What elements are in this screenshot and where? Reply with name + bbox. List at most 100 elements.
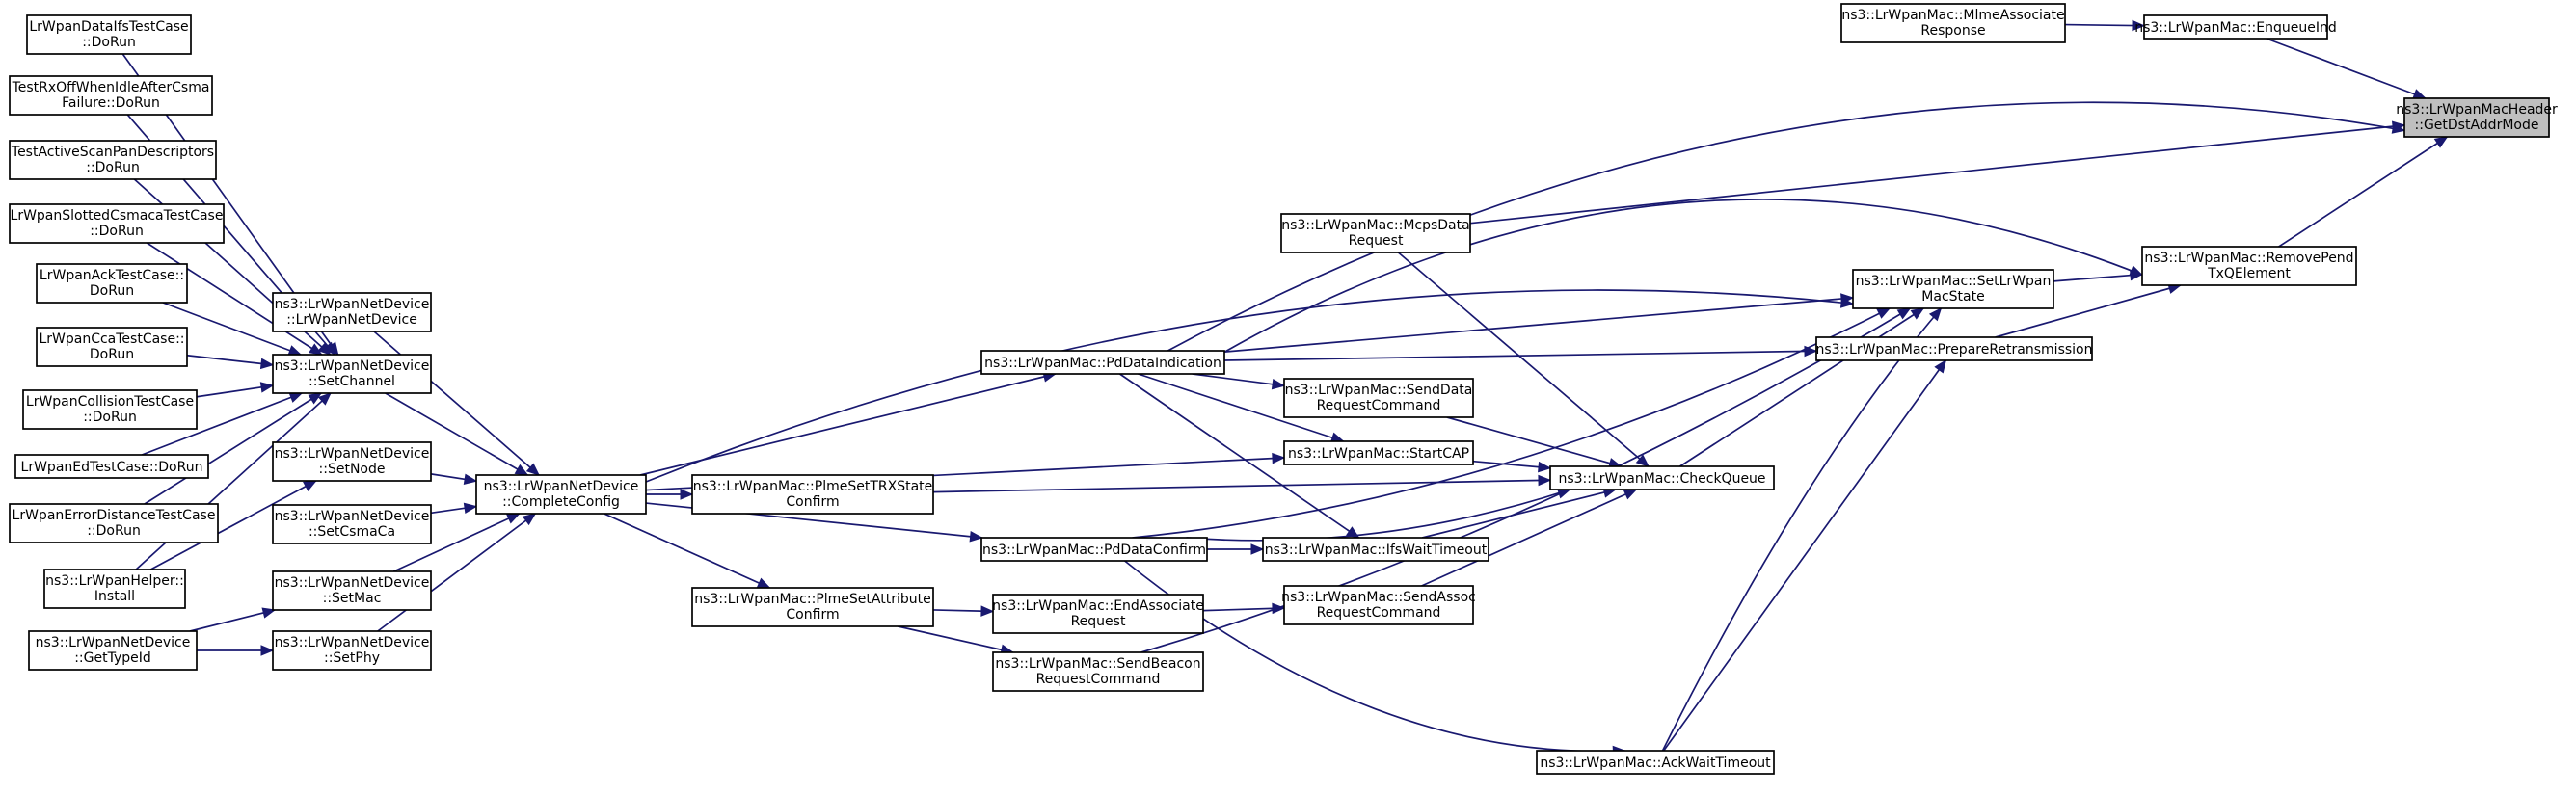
call-edge [1223, 199, 2144, 354]
call-nodes: ns3::LrWpanMacHeader::GetDstAddrModens3:… [9, 3, 2558, 775]
node-label-line: TestActiveScanPanDescriptors [11, 145, 214, 160]
graph-node-prepareret[interactable]: ns3::LrWpanMac::PrepareRetransmission [1815, 336, 2093, 361]
graph-node-t-cca[interactable]: LrWpanCcaTestCase::DoRun [36, 327, 188, 367]
graph-node-t-active[interactable]: TestActiveScanPanDescriptors::DoRun [9, 140, 217, 180]
edge-line [1223, 297, 1854, 353]
node-box [691, 587, 934, 627]
graph-node-t-collision[interactable]: LrWpanCollisionTestCase::DoRun [22, 389, 198, 430]
graph-node-gettypeid[interactable]: ns3::LrWpanNetDevice::GetTypeId [28, 630, 198, 671]
call-edge [932, 474, 1552, 493]
call-edge [1661, 307, 1943, 752]
graph-node-acktimeout[interactable]: ns3::LrWpanMac::AckWaitTimeout [1536, 750, 1775, 775]
node-label-line: ::SetPhy [324, 650, 380, 666]
call-edge [1469, 120, 2406, 225]
edge-arrowhead [1538, 461, 1552, 473]
call-edges [121, 19, 2449, 757]
graph-node-t-ack[interactable]: LrWpanAckTestCase::DoRun [36, 263, 188, 304]
graph-node-t-errdist[interactable]: LrWpanErrorDistanceTestCase::DoRun [9, 503, 219, 543]
node-box [272, 354, 432, 394]
node-label-line: RequestCommand [1317, 605, 1441, 621]
node-label-line: MacState [1921, 289, 1984, 305]
call-edge [1679, 307, 1925, 467]
node-box [992, 651, 1204, 692]
call-edge [645, 289, 1855, 483]
graph-node-setmac[interactable]: ns3::LrWpanNetDevice::SetMac [272, 570, 432, 611]
node-box [9, 140, 217, 180]
edge-arrowhead [2129, 265, 2144, 277]
graph-node-startcap[interactable]: ns3::LrWpanMac::StartCAP [1283, 440, 1474, 465]
node-label-line: LrWpanCcaTestCase:: [39, 331, 184, 347]
edge-line [898, 625, 1013, 653]
edge-arrowhead [259, 382, 275, 393]
node-box [272, 441, 432, 482]
node-box [1840, 3, 2066, 43]
graph-node-t-datalfs[interactable]: LrWpanDataIfsTestCase::DoRun [26, 14, 192, 55]
graph-node-completecfg[interactable]: ns3::LrWpanNetDevice::CompleteConfig [475, 474, 647, 515]
node-box [272, 570, 432, 611]
node-label-line: RequestCommand [1317, 398, 1441, 413]
graph-node-getdst[interactable]: ns3::LrWpanMacHeader::GetDstAddrMode [2396, 97, 2558, 138]
edge-arrowhead [525, 463, 541, 476]
node-box [36, 327, 188, 367]
graph-node-setphy[interactable]: ns3::LrWpanNetDevice::SetPhy [272, 630, 432, 671]
edge-arrowhead [2132, 19, 2146, 32]
graph-node-pddataconf[interactable]: ns3::LrWpanMac::PdDataConfirm [980, 537, 1208, 562]
graph-node-setcsma[interactable]: ns3::LrWpanNetDevice::SetCsmaCa [272, 504, 432, 544]
node-label-line: ns3::LrWpanNetDevice [275, 297, 430, 312]
node-box [272, 292, 432, 332]
call-edge [2278, 136, 2449, 248]
node-label-line: LrWpanErrorDistanceTestCase [13, 508, 216, 523]
edge-arrowhead [463, 473, 478, 485]
node-label-line: TestRxOffWhenIdleAfterCsma [12, 80, 210, 95]
node-label-line: ::DoRun [86, 160, 140, 175]
graph-node-setchannel[interactable]: ns3::LrWpanNetDevice::SetChannel [272, 354, 432, 394]
node-label-line: DoRun [90, 347, 134, 362]
edge-arrowhead [680, 489, 694, 500]
graph-node-enqueueind[interactable]: ns3::LrWpanMac::EnqueueInd [2134, 14, 2337, 40]
node-label-line: ns3::LrWpanMac::EnqueueInd [2134, 20, 2337, 36]
edge-arrowhead [2391, 122, 2406, 134]
edge-line [645, 289, 1854, 483]
edge-arrowhead [505, 513, 521, 524]
node-label-line: ns3::LrWpanHelper:: [45, 573, 184, 589]
edge-line [1397, 252, 1650, 467]
graph-node-t-slotted[interactable]: LrWpanSlottedCsmacaTestCase::DoRun [9, 203, 225, 244]
node-label-line: ns3::LrWpanNetDevice [275, 635, 430, 650]
edge-arrowhead [1928, 307, 1943, 322]
node-label-line: ns3::LrWpanMac::PlmeSetAttribute [694, 592, 930, 607]
node-label-line: ::GetDstAddrMode [2415, 118, 2539, 133]
edge-arrowhead [308, 392, 323, 405]
edge-line [189, 609, 276, 632]
graph-node-pddataind[interactable]: ns3::LrWpanMac::PdDataIndication [980, 350, 1225, 375]
graph-node-ifswait[interactable]: ns3::LrWpanMac::IfsWaitTimeout [1262, 537, 1489, 562]
call-edge [1202, 602, 1286, 615]
graph-node-ctor[interactable]: ns3::LrWpanNetDevice::LrWpanNetDevice [272, 292, 432, 332]
edge-arrowhead [514, 464, 529, 476]
edge-arrowhead [2412, 89, 2428, 99]
node-label-line: ns3::LrWpanNetDevice [275, 509, 430, 524]
call-edge [144, 392, 323, 505]
node-label-line: ns3::LrWpanNetDevice [275, 358, 430, 374]
edge-line [186, 354, 274, 366]
graph-node-setnode[interactable]: ns3::LrWpanNetDevice::SetNode [272, 441, 432, 482]
call-edge [430, 473, 478, 485]
graph-node-t-ed[interactable]: LrWpanEdTestCase::DoRun [14, 454, 209, 479]
node-box [272, 504, 432, 544]
edge-line [146, 242, 323, 356]
edge-line [2266, 38, 2427, 99]
graph-node-checkqueue[interactable]: ns3::LrWpanMac::CheckQueue [1549, 465, 1775, 490]
graph-node-helper[interactable]: ns3::LrWpanHelper::Install [43, 569, 186, 609]
node-box [1283, 585, 1474, 625]
